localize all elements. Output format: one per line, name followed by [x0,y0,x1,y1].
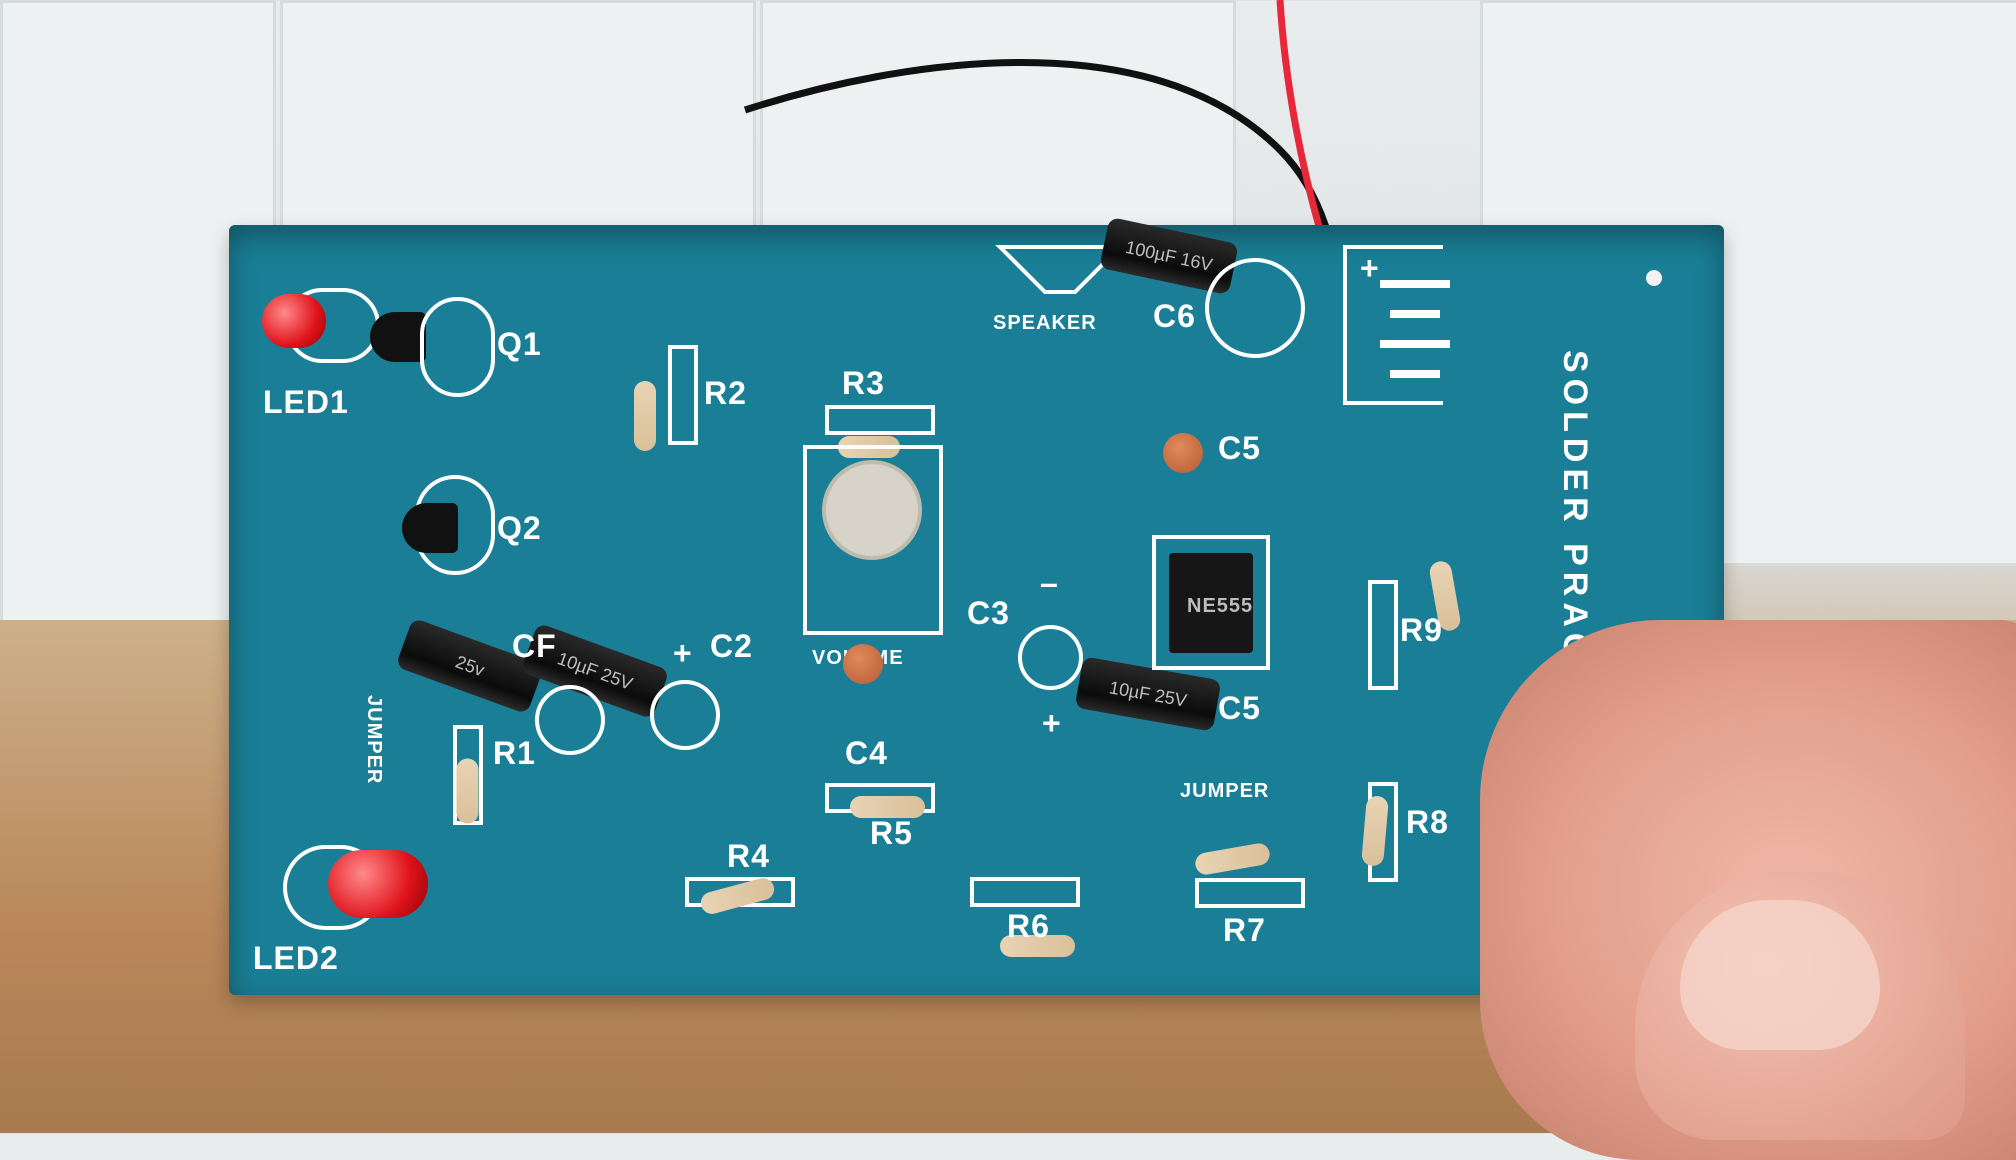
c5-label: C5 [1218,430,1261,466]
speaker-label: SPEAKER [993,312,1097,334]
battery-plate-2 [1390,310,1440,318]
cabinet-middle [280,0,756,266]
jumper-left-label: JUMPER [363,695,385,785]
led2-label: LED2 [253,940,339,976]
r2-outline [668,345,698,445]
c2-label: C2 [710,628,753,664]
r4-label: R4 [727,838,770,874]
thumbnail [1680,900,1880,1050]
r7-outline [1195,878,1305,908]
q2-label: Q2 [497,510,542,546]
q2-transistor [402,503,458,553]
r3-label: R3 [842,365,885,401]
c3-footprint [1018,625,1083,690]
ic-label: C5 [1218,690,1261,726]
c5-ceramic-capacitor [1163,433,1203,473]
led1-label: LED1 [263,384,349,420]
battery-plate-4 [1390,370,1440,378]
speaker-symbol [995,245,1125,294]
ic-555-chip [1169,553,1253,653]
r6-resistor [1000,935,1075,957]
r1-label: R1 [493,735,536,771]
battery-plate-1 [1380,280,1450,288]
r9-outline [1368,580,1398,690]
r1-resistor [456,758,479,824]
r2-resistor [634,381,656,451]
c4-label: C4 [845,735,888,771]
r2-label: R2 [704,375,747,411]
q1-label: Q1 [497,326,542,362]
led2 [328,850,428,918]
r9-label: R9 [1400,612,1443,648]
battery-plus-sign: + [1360,250,1380,286]
ic-outline [1152,535,1270,670]
c6-label: C6 [1153,298,1196,334]
r7-label: R7 [1223,912,1266,948]
r3-outline [825,405,935,435]
q1-transistor [370,312,426,362]
c3-minus: – [1040,565,1059,601]
battery-plate-3 [1380,340,1450,348]
led1 [262,294,326,348]
c2-plus: + [673,635,693,671]
volume-potentiometer [822,460,922,560]
c4-ceramic-capacitor [843,644,883,684]
ic-marking: NE555 [1187,595,1254,617]
r5-resistor [850,796,925,818]
c1-footprint [535,685,605,755]
r8-label: R8 [1406,804,1449,840]
battery-outline [1343,245,1443,405]
c2-footprint [650,680,720,750]
volume-outline [803,445,943,635]
q1-footprint [420,297,495,397]
mounting-hole [1646,270,1662,286]
c1-label: CF [512,628,557,664]
c6-footprint [1205,258,1305,358]
c3-plus: + [1042,705,1062,741]
r6-outline [970,877,1080,907]
r6-label: R6 [1007,908,1050,944]
r5-label: R5 [870,815,913,851]
c3-label: C3 [967,595,1010,631]
jumper-right-label: JUMPER [1180,780,1270,802]
pcb-board [229,225,1724,995]
